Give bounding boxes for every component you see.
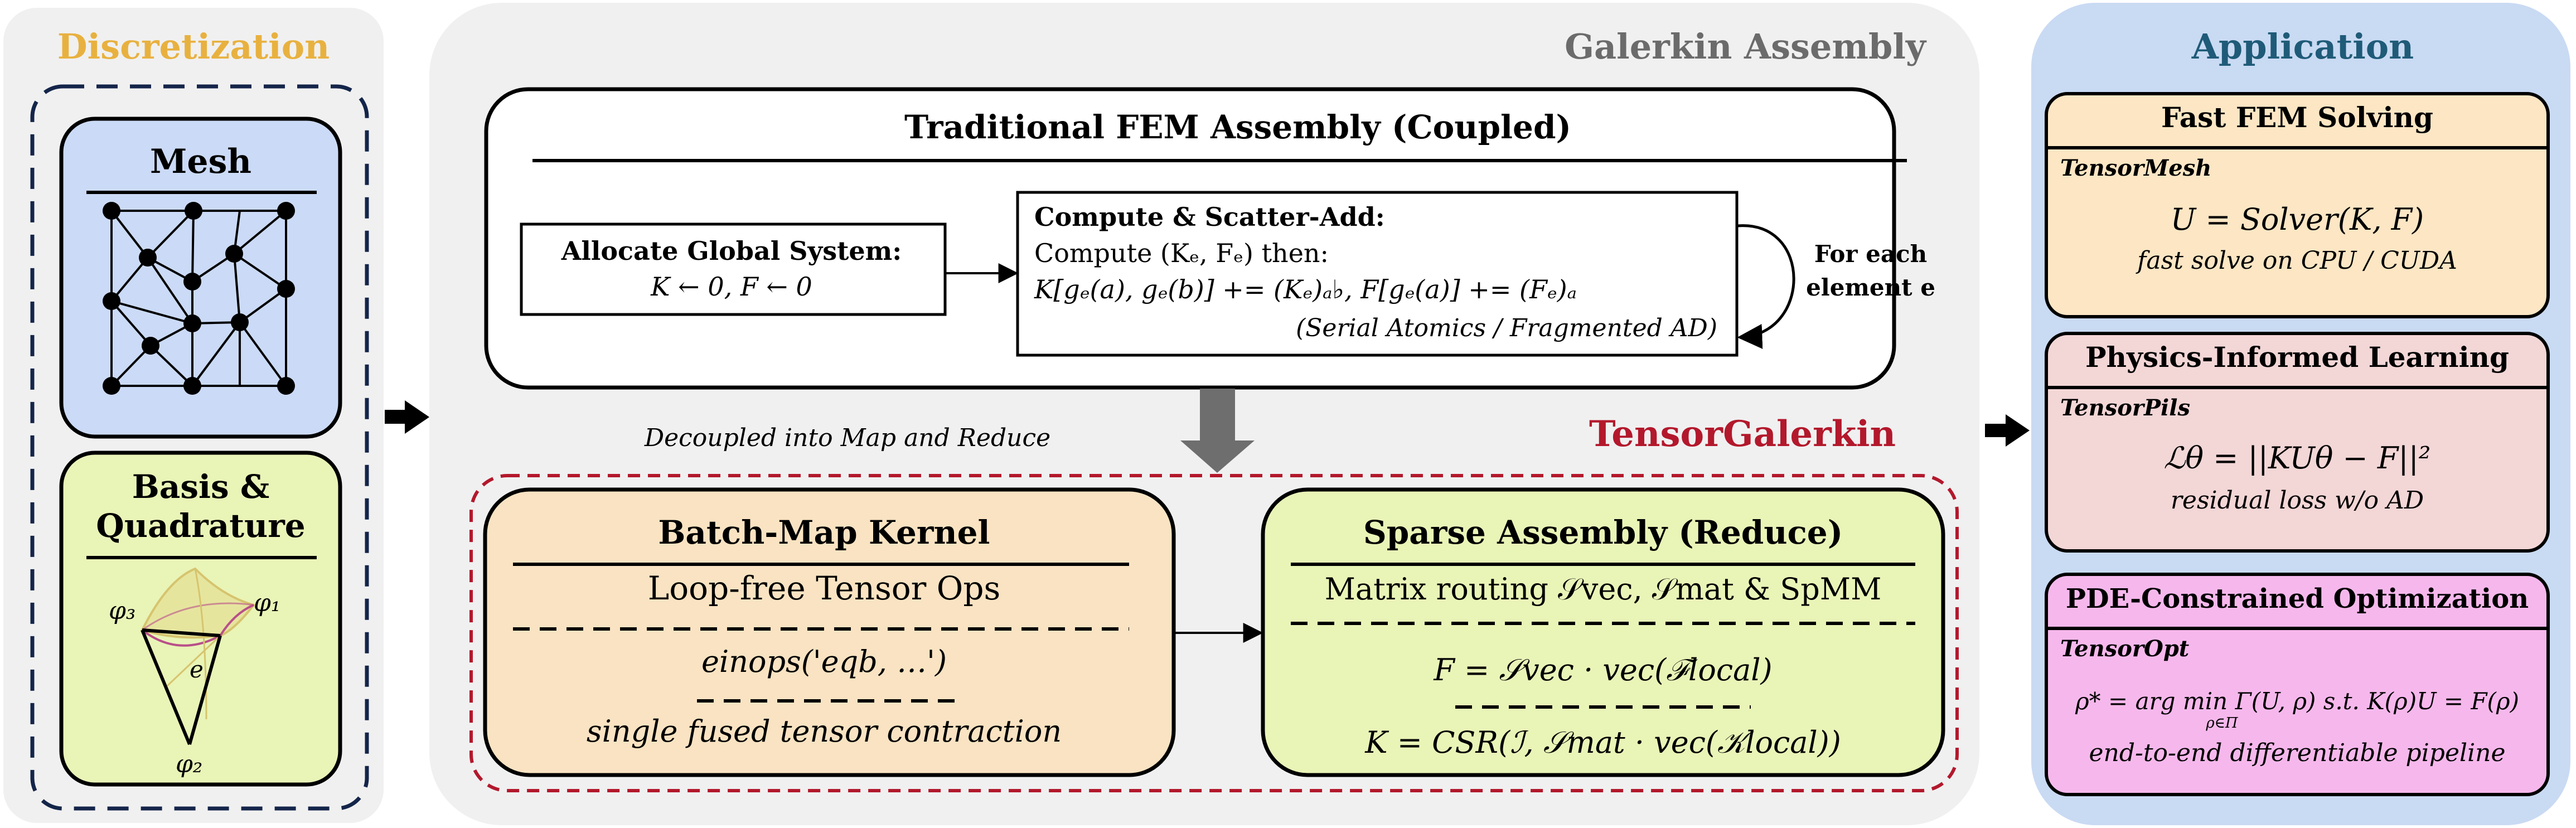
pde-optimization-desc: end-to-end differentiable pipeline — [2089, 739, 2505, 767]
application-title: Application — [2191, 26, 2414, 67]
batch-map-title: Batch-Map Kernel — [658, 514, 990, 551]
discretization-panel: Discretization Mesh — [3, 8, 384, 823]
app-box-fast-fem: Fast FEM Solving TensorMesh U = Solver(K… — [2045, 92, 2550, 318]
physics-informed-title: Physics-Informed Learning — [2085, 341, 2509, 374]
app-box-physics-informed: Physics-Informed Learning TensorPils ℒθ … — [2045, 332, 2550, 553]
phi3-label: φ₃ — [109, 597, 135, 625]
traditional-title: Traditional FEM Assembly (Coupled) — [904, 108, 1571, 146]
tensorgalerkin-dashed-frame — [469, 474, 1959, 792]
arrow-discretization-to-assembly — [385, 400, 429, 434]
fast-fem-tag: TensorMesh — [2060, 155, 2211, 181]
fast-fem-desc: fast solve on CPU / CUDA — [2136, 246, 2457, 275]
basis-function-graphic — [141, 567, 256, 745]
basis-title-line1: Basis & — [132, 468, 270, 506]
allocate-formula: K ← 0, F ← 0 — [650, 272, 812, 302]
sparse-title: Sparse Assembly (Reduce) — [1363, 514, 1843, 551]
phi2-label: φ₂ — [176, 750, 202, 778]
tensorgalerkin-label: TensorGalerkin — [1589, 413, 1896, 455]
galerkin-assembly-panel: Galerkin Assembly Traditional FEM Assemb… — [429, 3, 1979, 825]
compute-title: Compute & Scatter-Add: — [1034, 202, 1385, 232]
fast-fem-formula: U = Solver(K, F) — [2171, 202, 2424, 237]
loop-label-line1: For each — [1814, 240, 1927, 268]
mesh-title: Mesh — [150, 142, 251, 181]
traditional-fem-box: Traditional FEM Assembly (Coupled) Alloc… — [484, 87, 1935, 390]
pde-optimization-formula-sub: ρ∈Π — [2205, 715, 2239, 732]
mesh-nodes — [103, 202, 295, 395]
app-box-pde-optimization: PDE-Constrained Optimization TensorOpt ρ… — [2045, 573, 2550, 796]
basis-title-line2: Quadrature — [96, 507, 305, 545]
batch-map-kernel-box: Batch-Map Kernel Loop-free Tensor Ops ei… — [483, 487, 1176, 777]
physics-informed-formula: ℒθ = ||KUθ − F||² — [2164, 440, 2431, 476]
element-e-label: e — [190, 656, 204, 683]
basis-quadrature-box: Basis & Quadrature φ₃ φ₁ e φ₂ — [59, 451, 342, 787]
physics-informed-tag: TensorPils — [2060, 395, 2190, 421]
compute-note: (Serial Atomics / Fragmented AD) — [1296, 314, 1717, 342]
sparse-F-formula: F = 𝒮vec · vec(ℱlocal) — [1433, 652, 1772, 687]
application-panel: Application Fast FEM Solving TensorMesh … — [2031, 3, 2570, 825]
discretization-dashed-frame — [30, 84, 369, 811]
mesh-box: Mesh — [59, 117, 342, 439]
compute-box — [1016, 191, 1739, 357]
einops-text: einops('eqb, …') — [701, 644, 947, 679]
discretization-title: Discretization — [57, 26, 330, 67]
sparse-K-formula: K = CSR(ℐ, 𝒮mat · vec(𝒦local)) — [1364, 725, 1841, 760]
pde-optimization-title: PDE-Constrained Optimization — [2066, 583, 2529, 614]
phi1-label: φ₁ — [254, 589, 280, 617]
sparse-assembly-box: Sparse Assembly (Reduce) Matrix routing … — [1261, 487, 1945, 777]
fast-fem-title: Fast FEM Solving — [2161, 101, 2433, 134]
allocate-title: Allocate Global System: — [561, 236, 902, 266]
contraction-text: single fused tensor contraction — [587, 714, 1062, 749]
compute-line2: K[gₑ(a), gₑ(b)] += (Kₑ)ₐ♭, F[gₑ(a)] += (… — [1034, 274, 1577, 304]
allocate-box — [520, 222, 947, 316]
physics-informed-desc: residual loss w/o AD — [2171, 486, 2424, 515]
arrow-assembly-to-application — [1985, 414, 2030, 447]
decouple-down-arrow — [1180, 389, 1255, 473]
compute-line1: Compute (Kₑ, Fₑ) then: — [1034, 238, 1329, 268]
sparse-routing: Matrix routing 𝒮vec, 𝒮mat & SpMM — [1325, 572, 1882, 607]
assembly-title: Galerkin Assembly — [1565, 26, 1927, 67]
pde-optimization-tag: TensorOpt — [2060, 636, 2190, 662]
loop-label-line2: element e — [1806, 274, 1935, 301]
pde-optimization-formula: ρ* = arg min Γ(U, ρ) s.t. K(ρ)U = F(ρ) — [2075, 687, 2519, 715]
loop-arrow — [1737, 224, 1795, 349]
batch-map-subtitle: Loop-free Tensor Ops — [648, 569, 1001, 607]
decoupled-label: Decoupled into Map and Reduce — [644, 424, 1050, 452]
